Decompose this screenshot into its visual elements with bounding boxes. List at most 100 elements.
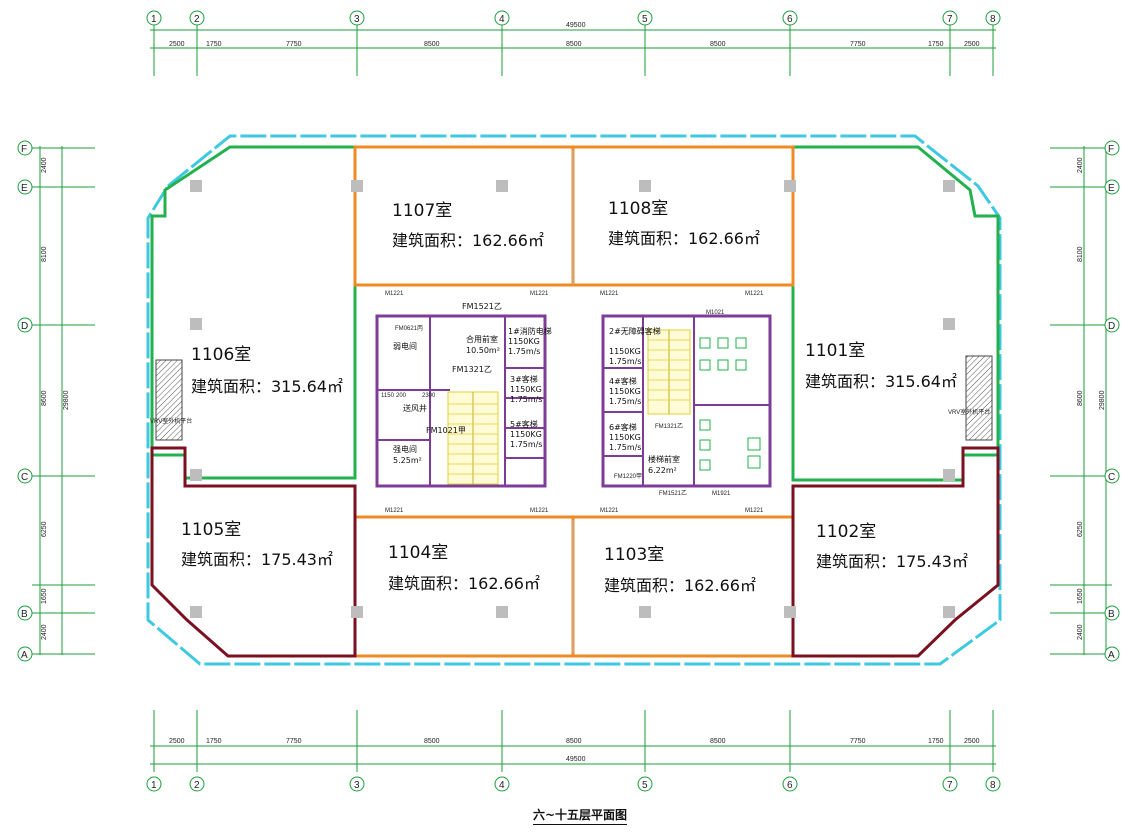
bottom-axis-labels: 1 2 3 4 5 6 7 8 (151, 780, 996, 791)
svg-text:合用前室: 合用前室 (466, 334, 498, 344)
svg-text:FM1021甲: FM1021甲 (426, 426, 466, 435)
right-dimension-texts: 2400 8100 8600 6250 1650 2400 29800 (1077, 157, 1106, 640)
svg-text:8100: 8100 (41, 246, 48, 262)
svg-text:1150KG: 1150KG (609, 433, 641, 442)
right-axis-bubbles (1104, 140, 1120, 662)
room-outline-1105[interactable] (150, 446, 357, 658)
room-outline-1108[interactable] (571, 145, 795, 287)
right-core: 2#无障碍客梯 1150KG 1.75m/s 4#客梯 1150KG 1.75m… (601, 310, 772, 497)
dim-seg: 1750 (928, 41, 944, 48)
door-tags: M1221 M1221 M1221 M1221 M1221 M1221 M122… (385, 291, 764, 514)
right-dimension-chain (1050, 146, 1112, 655)
top-dimension-chain (150, 22, 996, 76)
svg-text:29800: 29800 (1099, 390, 1106, 410)
svg-text:FM1321乙: FM1321乙 (452, 365, 492, 374)
axis-col-label: 3 (354, 14, 360, 25)
svg-text:C: C (21, 472, 28, 483)
svg-text:FM1521乙: FM1521乙 (659, 490, 687, 497)
svg-text:6250: 6250 (1077, 521, 1084, 537)
dim-seg: 8500 (710, 738, 726, 745)
svg-text:5#客梯: 5#客梯 (510, 419, 538, 429)
svg-text:1150KG: 1150KG (609, 387, 641, 396)
svg-text:2300: 2300 (422, 393, 436, 399)
axis-col-label: 1 (151, 14, 157, 25)
svg-text:D: D (1108, 321, 1115, 332)
axis-col-label: 8 (990, 14, 996, 25)
top-axis-bubbles (146, 10, 1001, 26)
axis-col-label: 4 (499, 780, 505, 791)
svg-text:M1221: M1221 (600, 508, 619, 514)
bottom-axis-bubbles (146, 776, 1001, 792)
svg-text:E: E (1108, 183, 1115, 194)
room-outline-1101[interactable] (791, 145, 1000, 482)
svg-text:M1221: M1221 (745, 508, 764, 514)
room-area-1106: 建筑面积：315.64㎡ (191, 377, 343, 396)
svg-text:1.75m/s: 1.75m/s (609, 443, 641, 452)
left-dimension-texts: 2400 8100 8600 6250 1650 2400 29800 (41, 157, 70, 640)
vrv-label-left: VRV室外机平台 (150, 417, 192, 425)
svg-text:M1221: M1221 (530, 508, 549, 514)
room-area-1104: 建筑面积：162.66㎡ (388, 574, 540, 593)
room-outline-1107[interactable] (353, 145, 575, 287)
vrv-platform-right (965, 355, 993, 441)
axis-col-label: 7 (947, 780, 953, 791)
dim-seg: 1750 (928, 738, 944, 745)
room-label-1102: 1102室 (816, 522, 877, 542)
svg-text:M1221: M1221 (385, 508, 404, 514)
room-label-1101: 1101室 (805, 341, 866, 361)
left-core: FM1521乙 1#消防电梯 1150KG 1.75m/s 3#客梯 1150K… (375, 302, 552, 488)
structural-columns (190, 180, 955, 618)
vrv-platform-left (155, 359, 183, 441)
axis-col-label: 7 (947, 14, 953, 25)
svg-text:6250: 6250 (41, 521, 48, 537)
svg-text:FM1220甲: FM1220甲 (614, 473, 642, 480)
axis-col-label: 5 (642, 14, 648, 25)
room-area-1108: 建筑面积：162.66㎡ (608, 229, 760, 248)
svg-text:M1921: M1921 (712, 491, 731, 497)
svg-text:1#消防电梯: 1#消防电梯 (508, 326, 552, 336)
left-axis-bubbles (17, 140, 33, 662)
axis-col-label: 6 (787, 14, 793, 25)
dim-seg: 1750 (206, 41, 222, 48)
svg-text:M1221: M1221 (530, 291, 549, 297)
svg-text:送风井: 送风井 (403, 403, 427, 413)
dim-seg: 2500 (964, 738, 980, 745)
dim-seg: 8500 (710, 41, 726, 48)
svg-text:2400: 2400 (1077, 157, 1084, 173)
room-label-1104: 1104室 (388, 543, 449, 563)
right-axis-labels: F E D C B A (1108, 144, 1115, 661)
svg-text:2400: 2400 (1077, 624, 1084, 640)
svg-text:6.22m²: 6.22m² (648, 466, 677, 475)
svg-text:弱电间: 弱电间 (393, 341, 417, 351)
svg-text:1650: 1650 (41, 588, 48, 604)
axis-col-label: 4 (499, 14, 505, 25)
svg-text:楼梯前室: 楼梯前室 (648, 454, 680, 464)
room-area-1101: 建筑面积：315.64㎡ (805, 372, 957, 391)
svg-text:1.75m/s: 1.75m/s (510, 440, 542, 449)
svg-text:5.25m²: 5.25m² (393, 456, 422, 465)
svg-text:M1221: M1221 (385, 291, 404, 297)
dim-seg: 1750 (206, 738, 222, 745)
dim-seg: 8500 (566, 41, 582, 48)
svg-text:29800: 29800 (63, 390, 70, 410)
svg-text:1150KG: 1150KG (508, 337, 540, 346)
svg-text:B: B (1108, 609, 1115, 620)
room-area-1102: 建筑面积：175.43㎡ (816, 552, 968, 571)
axis-col-label: 6 (787, 780, 793, 791)
facade-windows (146, 134, 1002, 666)
dim-seg: 7750 (286, 738, 302, 745)
room-area-1107: 建筑面积：162.66㎡ (392, 231, 544, 250)
axis-col-label: 8 (990, 780, 996, 791)
room-area-1103: 建筑面积：162.66㎡ (604, 576, 756, 595)
dim-seg: 2500 (169, 738, 185, 745)
svg-text:A: A (1108, 650, 1115, 661)
room-outline-1106[interactable] (150, 145, 357, 480)
room-label-1105: 1105室 (181, 520, 242, 540)
left-dimension-chain (32, 146, 95, 655)
room-label-1106: 1106室 (191, 345, 252, 365)
bottom-dimension-texts: 49500 2500 1750 7750 8500 8500 8500 7750… (169, 738, 980, 763)
svg-text:M1021: M1021 (706, 310, 725, 316)
svg-text:8100: 8100 (1077, 246, 1084, 262)
room-outline-1102[interactable] (791, 446, 1000, 658)
left-axis-labels: F E D C B A (21, 144, 28, 661)
